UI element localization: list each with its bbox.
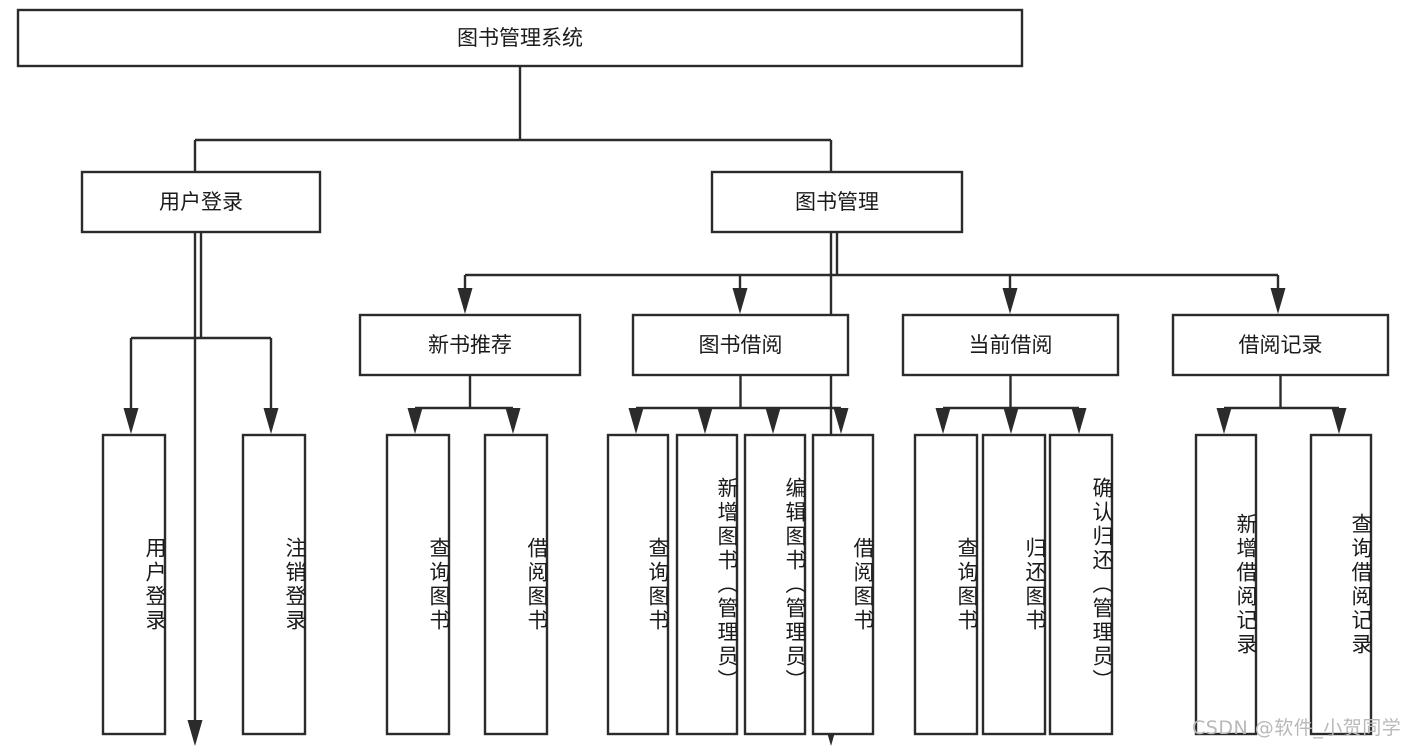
node-box-leaf-add-borrow-record[interactable] xyxy=(1194,433,1258,736)
node-label-current-borrow: 当前借阅 xyxy=(969,333,1053,357)
connector-new-book-recommend xyxy=(407,375,521,434)
node-box-leaf-edit-book-admin[interactable] xyxy=(743,433,807,736)
node-label-book-manage: 图书管理 xyxy=(795,190,879,214)
node-box-book-borrow[interactable] xyxy=(631,313,850,377)
node-box-book-manage[interactable] xyxy=(710,170,964,234)
node-box-leaf-query-book-borrow[interactable] xyxy=(606,433,670,736)
connector-current-borrow xyxy=(935,375,1087,434)
node-label-borrow-record: 借阅记录 xyxy=(1239,333,1323,357)
node-label-root: 图书管理系统 xyxy=(457,26,583,50)
node-box-leaf-add-book-admin[interactable] xyxy=(675,433,739,736)
node-box-leaf-logout-login[interactable] xyxy=(241,433,307,736)
connector-book-manage xyxy=(457,232,1286,314)
node-label-user-login: 用户登录 xyxy=(159,190,243,214)
connector-book-borrow xyxy=(628,375,849,434)
watermark-credit: CSDN @软件_小贺同学 xyxy=(1192,717,1402,739)
node-box-current-borrow[interactable] xyxy=(901,313,1120,377)
node-box-leaf-borrow-book-rec[interactable] xyxy=(483,433,549,736)
boxes-layer xyxy=(16,8,1390,736)
connector-borrow-record xyxy=(1216,375,1347,434)
node-box-leaf-return-book[interactable] xyxy=(981,433,1047,736)
node-box-root[interactable] xyxy=(16,8,1024,68)
node-label-new-book-recommend: 新书推荐 xyxy=(428,333,512,357)
node-box-leaf-query-book-rec[interactable] xyxy=(385,433,451,736)
connector-user-login xyxy=(123,232,279,434)
node-box-new-book-recommend[interactable] xyxy=(358,313,582,377)
node-box-leaf-query-borrow-record[interactable] xyxy=(1309,433,1373,736)
node-box-leaf-user-login[interactable] xyxy=(101,433,167,736)
node-box-leaf-confirm-return-admin[interactable] xyxy=(1048,433,1114,736)
node-box-borrow-record[interactable] xyxy=(1171,313,1390,377)
node-box-leaf-borrow-book[interactable] xyxy=(811,433,875,736)
node-box-leaf-query-book-cur[interactable] xyxy=(913,433,979,736)
node-label-book-borrow: 图书借阅 xyxy=(699,333,783,357)
node-box-user-login[interactable] xyxy=(80,170,322,234)
